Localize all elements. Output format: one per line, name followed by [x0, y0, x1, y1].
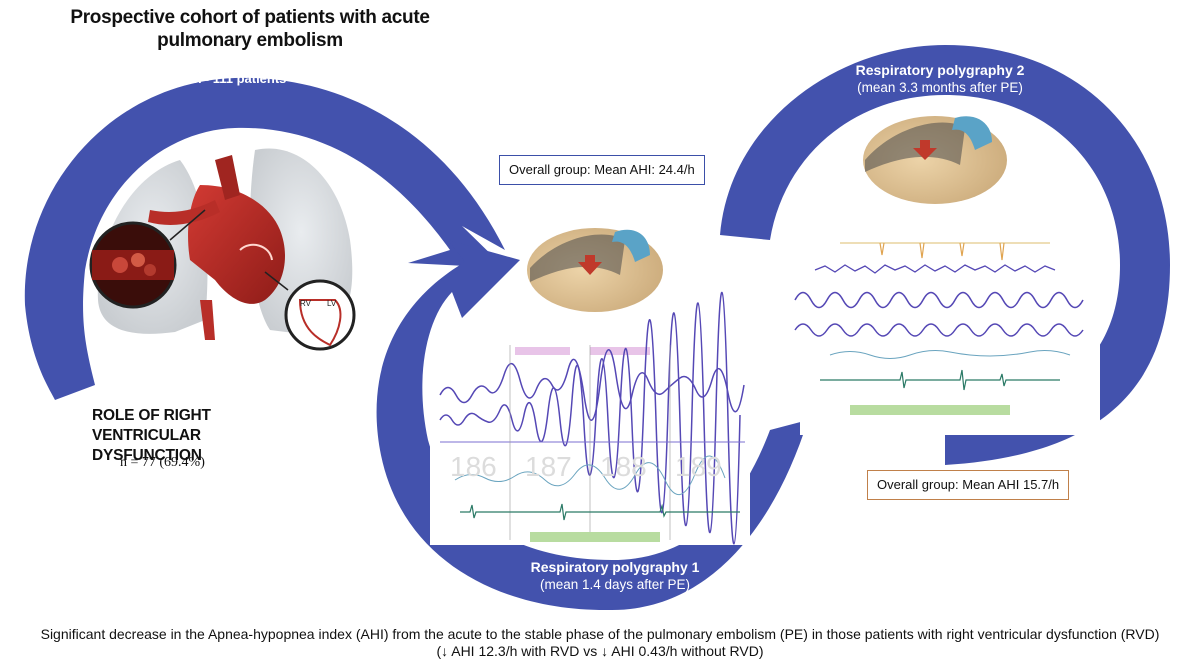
lv-label: LV [327, 299, 337, 308]
trace-number-186: 186 [450, 451, 497, 482]
polygraphy2-subtitle: (mean 3.3 months after PE) [857, 80, 1023, 95]
sleeping-head-icon [527, 228, 663, 312]
left-circular-arrow [24, 77, 506, 401]
polygraphy1-panel: 186 187 188 189 [430, 228, 750, 545]
caption-line-1: Significant decrease in the Apnea-hypopn… [40, 626, 1160, 642]
polygraphy1-subtitle: (mean 1.4 days after PE) [539, 577, 691, 592]
rvd-count: n = 77 (69.4%) [120, 455, 205, 470]
rv-label: RV [300, 299, 312, 308]
caption: Significant decrease in the Apnea-hypopn… [0, 626, 1200, 660]
polygraph-traces-1 [439, 291, 745, 545]
polygraphy2-title: Respiratory polygraphy 2 [855, 62, 1025, 78]
polygraphy1-result-box: Overall group: Mean AHI: 24.4/h [499, 155, 705, 185]
polygraph-traces-2 [794, 242, 1084, 415]
ventricle-magnifier [264, 271, 356, 351]
sleeping-head-icon-2 [863, 116, 1007, 204]
clot-magnifier [89, 209, 206, 309]
diagram-title: Prospective cohort of patients with acut… [70, 7, 430, 51]
rvd-heading: ROLE OF RIGHT VENTRICULAR DYSFUNCTION [92, 407, 211, 464]
polygraphy2-result-box: Overall group: Mean AHI 15.7/h [867, 470, 1070, 500]
trace-number-187: 187 [525, 451, 572, 482]
caption-line-2: (↓ AHI 12.3/h with RVD vs ↓ AHI 0.43/h w… [436, 643, 764, 659]
polygraphy1-title: Respiratory polygraphy 1 [530, 559, 700, 575]
cohort-count: n= 111 patients [193, 71, 287, 86]
trace-number-189: 189 [675, 451, 722, 482]
polygraphy2-panel [794, 116, 1100, 435]
trace-number-188: 188 [600, 451, 647, 482]
